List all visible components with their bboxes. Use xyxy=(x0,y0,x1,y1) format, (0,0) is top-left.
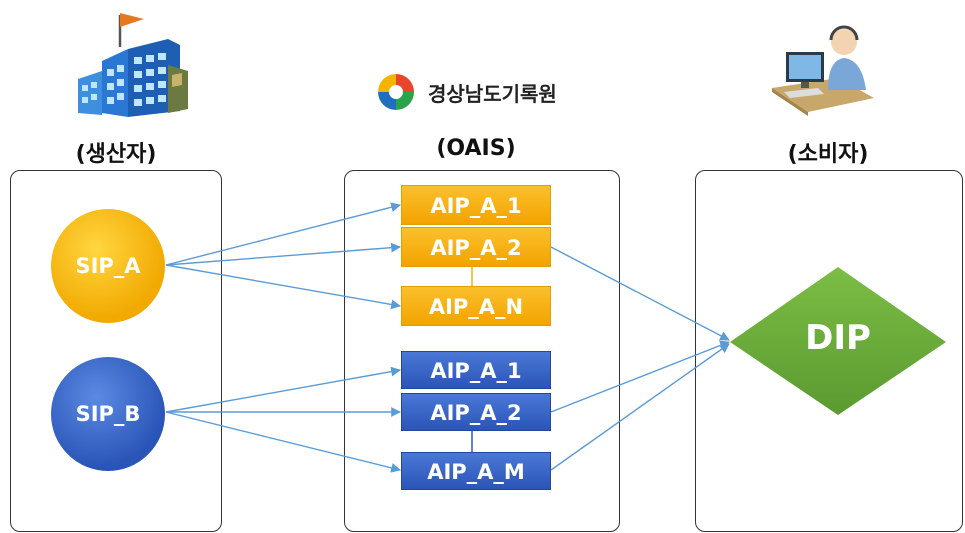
oais-heading: (OAIS) xyxy=(436,136,516,161)
aip-b-box-m: AIP_A_M xyxy=(401,452,551,490)
aip-a-box-n: AIP_A_N xyxy=(401,286,551,326)
gyeongnam-archives-logo-icon xyxy=(376,72,416,112)
dip-diamond xyxy=(730,267,946,415)
producer-heading: (생산자) xyxy=(75,142,157,167)
aip-b-box-2: AIP_A_2 xyxy=(401,393,551,431)
sip-a-circle: SIP_A xyxy=(51,209,165,323)
arrow-sip-b-to-aip-1 xyxy=(165,366,401,413)
dip-label: DIP xyxy=(805,318,871,358)
sip-b-label: SIP_B xyxy=(75,402,141,426)
organization-name: 경상남도기록원 xyxy=(428,82,557,106)
person-at-computer-icon xyxy=(768,18,878,118)
consumer-heading: (소비자) xyxy=(787,142,869,167)
arrow-aip-a2-to-dip xyxy=(550,246,730,341)
sip-a-label: SIP_A xyxy=(75,254,141,278)
arrow-aip-bm-to-dip xyxy=(550,343,730,471)
arrow-sip-a-to-aip-n xyxy=(165,264,401,310)
aip-a-box-2: AIP_A_2 xyxy=(401,227,551,267)
office-building-with-flag-icon xyxy=(72,5,194,123)
sip-b-circle: SIP_B xyxy=(51,357,165,471)
aip-a-box-1: AIP_A_1 xyxy=(401,185,551,225)
arrow-sip-a-to-aip-1 xyxy=(165,202,401,266)
arrow-sip-a-to-aip-2 xyxy=(165,242,401,266)
aip-b-box-1: AIP_A_1 xyxy=(401,351,551,389)
arrow-aip-b2-to-dip xyxy=(550,340,730,413)
arrow-sip-b-to-aip-m xyxy=(165,411,401,473)
